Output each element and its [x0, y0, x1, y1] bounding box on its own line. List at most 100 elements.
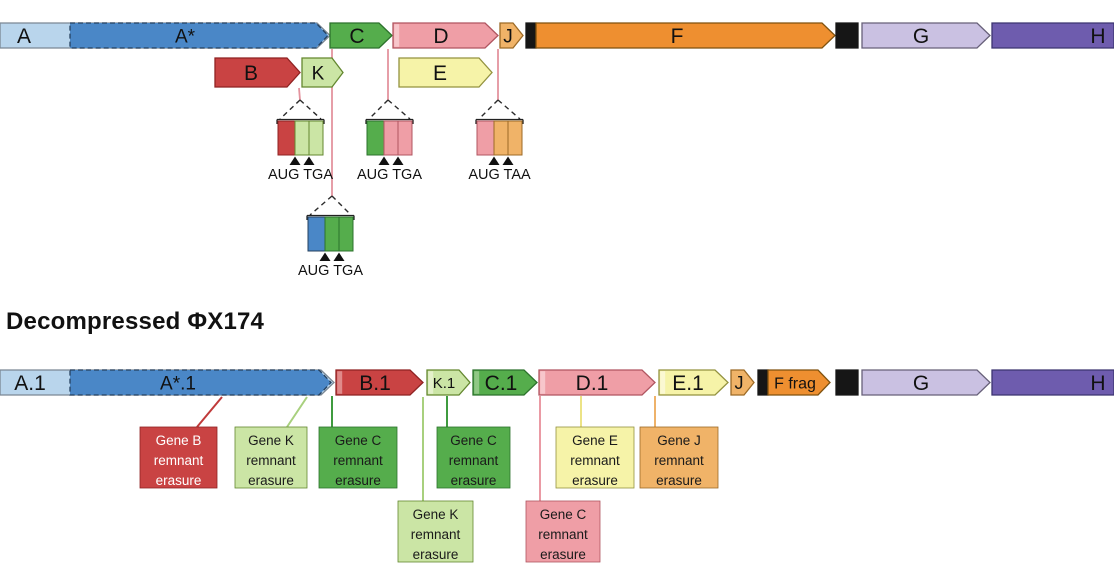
callout-text-line: remnant	[411, 527, 461, 542]
zoom-bracket-dash	[331, 195, 352, 216]
callout-text-line: remnant	[654, 453, 704, 468]
callout-box	[234, 426, 308, 489]
gene-label-j: J	[735, 373, 744, 393]
codon-label: AUG TGA	[268, 167, 333, 183]
codon-segment-b	[277, 120, 296, 156]
gene-arrow-d-1	[538, 369, 656, 396]
codon-label: AUG TAA	[468, 167, 531, 183]
codon-label: AUG TGA	[298, 263, 363, 279]
gene-label-b-1: B.1	[359, 372, 391, 395]
gene-arrow-a	[69, 22, 329, 49]
callout-text-line: remnant	[246, 453, 296, 468]
callout-text-line: erasure	[451, 473, 497, 488]
callout-text-line: erasure	[156, 473, 202, 488]
callout-text: Gene C remnant erasure	[449, 433, 499, 488]
gene-label-j: J	[503, 26, 513, 47]
callout-text-line: erasure	[656, 473, 702, 488]
callout-text-line: Gene E	[572, 433, 618, 448]
gene-arrow-k	[301, 57, 344, 88]
codon-segment-k	[294, 120, 310, 156]
callout-text-line: Gene J	[657, 433, 701, 448]
gene-arrow-b-1	[335, 369, 424, 396]
start-codon-marker	[488, 156, 500, 165]
gene-label-e-1: E.1	[672, 372, 704, 395]
callout-box	[139, 426, 218, 489]
callout-box	[555, 426, 635, 489]
codon-label: AUG TGA	[357, 167, 422, 183]
spacer-block	[757, 369, 769, 396]
gene-arrow-e	[398, 57, 493, 88]
gene-label-d-1: D.1	[576, 372, 609, 395]
codon-insets-layer: AUG TGA AUG TGA AUG TAA AUG TGA	[268, 99, 531, 279]
gene-arrow-c	[329, 22, 393, 49]
gene-label-c-1: C.1	[485, 372, 518, 395]
callout-connector-line	[286, 396, 308, 428]
gene-label-a: A*	[175, 26, 196, 47]
gene-start-strip	[394, 24, 400, 47]
gene-arrow-f-frag	[767, 369, 831, 396]
zoom-bracket-dash	[279, 99, 301, 120]
codon-segment-c	[324, 216, 340, 252]
gene-label-c: C	[349, 25, 364, 48]
gene-label-f: F	[671, 25, 684, 48]
inset-connector-line	[298, 87, 301, 101]
callout-text: Gene K remnant erasure	[411, 507, 461, 562]
codon-inset-1: AUG TGA	[357, 99, 422, 183]
codon-segment-astar	[307, 216, 326, 252]
spacer-block	[525, 22, 537, 49]
gene-arrow-a-1	[69, 369, 332, 396]
callout-gene-j-5: Gene J remnant erasure	[639, 426, 719, 489]
callout-box	[525, 500, 601, 563]
codon-segment-c	[366, 120, 385, 156]
callout-text-line: erasure	[572, 473, 618, 488]
callout-text-line: erasure	[413, 547, 459, 562]
gene-arrow-h	[991, 369, 1114, 396]
codon-segment-j	[493, 120, 509, 156]
zoom-bracket-dash	[478, 99, 499, 120]
callout-text-line: Gene K	[413, 507, 459, 522]
codon-inset-0: AUG TGA	[268, 99, 333, 183]
start-codon-marker	[319, 252, 331, 261]
callout-text-line: remnant	[538, 527, 588, 542]
callout-text-line: Gene C	[335, 433, 382, 448]
gene-start-strip	[660, 371, 666, 394]
gene-arrow-h	[991, 22, 1114, 49]
callout-text-line: Gene K	[248, 433, 294, 448]
gene-arrow-j	[499, 22, 524, 49]
gene-label-a-1: A.1	[14, 372, 46, 395]
callout-text-line: Gene C	[450, 433, 497, 448]
gene-arrow-f	[535, 22, 836, 49]
spacer-block	[835, 369, 859, 396]
codon-segment-d	[476, 120, 495, 156]
callout-text-line: remnant	[449, 453, 499, 468]
codon-segment-c	[338, 216, 354, 252]
callout-text-line: erasure	[540, 547, 586, 562]
callout-box	[436, 426, 511, 489]
gene-arrow-d	[392, 22, 499, 49]
gene-label-d: D	[433, 25, 448, 48]
gene-arrow-e-1	[658, 369, 729, 396]
zoom-bracket-dash	[309, 195, 333, 216]
callout-text-line: Gene B	[156, 433, 202, 448]
callout-text-line: erasure	[335, 473, 381, 488]
spacer-block	[835, 22, 859, 49]
stop-codon-marker	[303, 156, 315, 165]
callout-box	[318, 426, 398, 489]
callout-gene-c-3: Gene C remnant erasure	[436, 426, 511, 489]
gene-arrow-g	[861, 22, 991, 49]
gene-start-strip	[337, 371, 343, 394]
gene-label-h: H	[1090, 25, 1105, 48]
